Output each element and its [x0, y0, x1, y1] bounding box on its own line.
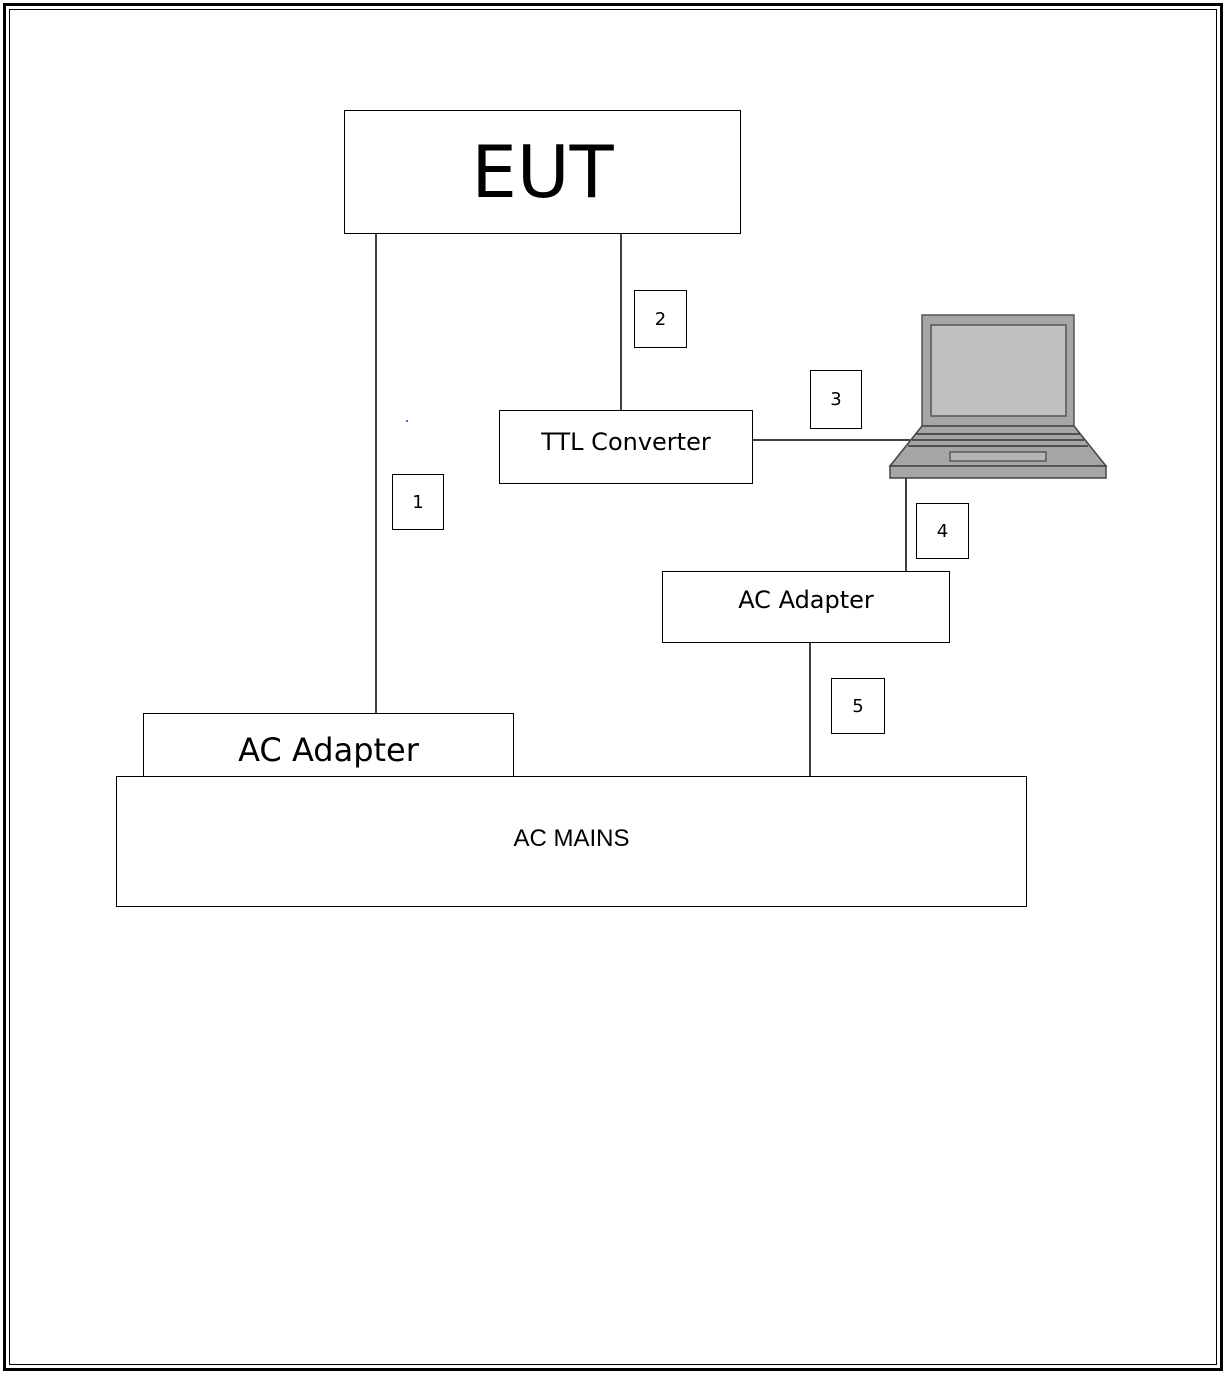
ac-mains-label: AC MAINS	[513, 824, 630, 852]
ac-mains-box: AC MAINS	[116, 776, 1027, 907]
laptop-icon	[888, 314, 1108, 479]
page-border-inner	[9, 9, 1217, 1365]
eut-box: EUT	[344, 110, 741, 234]
stray-dot	[406, 420, 408, 422]
cable-label-2: 2	[634, 290, 687, 348]
ttl-converter-box: TTL Converter	[499, 410, 753, 484]
cable-label-3: 3	[810, 370, 862, 429]
ac-adapter-laptop-box: AC Adapter	[662, 571, 950, 643]
ac-adapter-laptop-label: AC Adapter	[738, 586, 874, 614]
eut-label: EUT	[471, 130, 614, 214]
ttl-converter-label: TTL Converter	[541, 428, 711, 456]
cable-label-5: 5	[831, 678, 885, 734]
ac-adapter-eut-label: AC Adapter	[238, 731, 419, 769]
cable-label-4: 4	[916, 503, 969, 559]
page-border-outer	[3, 3, 1223, 1371]
cable-label-1: 1	[392, 474, 444, 530]
ac-adapter-eut-box: AC Adapter	[143, 713, 514, 779]
